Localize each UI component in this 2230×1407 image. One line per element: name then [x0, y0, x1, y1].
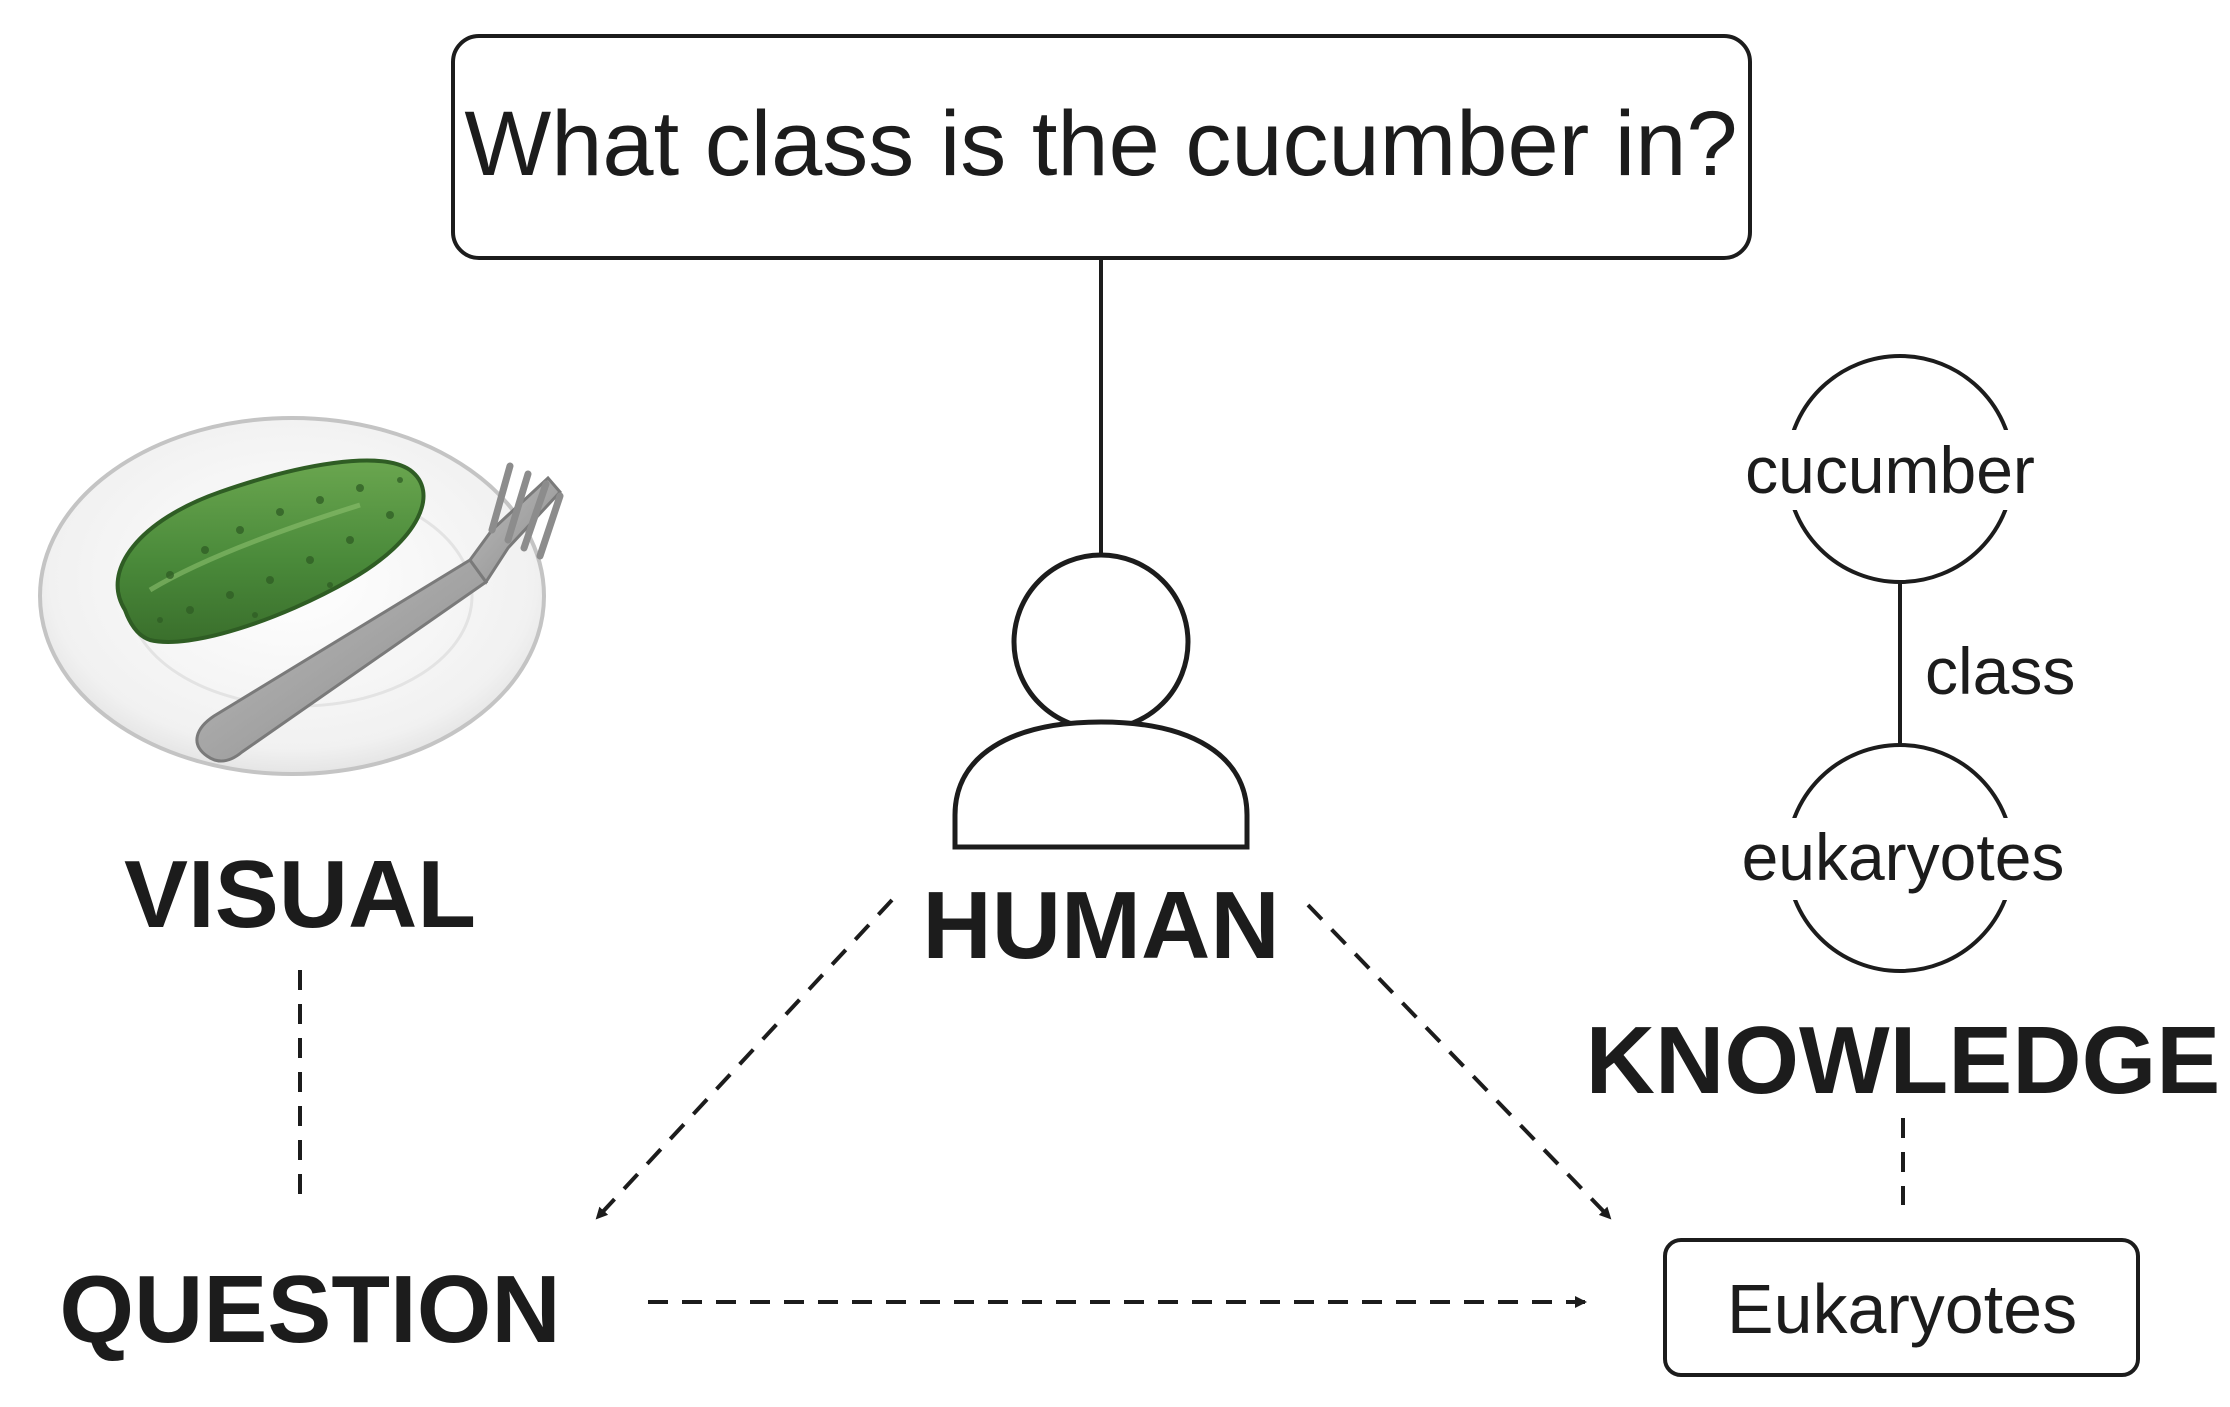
human-to-question-arrow [595, 898, 894, 1220]
cucumber-plate-image [38, 416, 564, 776]
knowledge-node-cucumber-label: cucumber [1745, 433, 2035, 507]
knowledge-graph: cucumber class eukaryotes [1690, 354, 2110, 973]
question-text: What class is the cucumber in? [464, 93, 1737, 195]
answer-text: Eukaryotes [1727, 1270, 2077, 1348]
fork-icon [195, 462, 564, 763]
cucumber-icon [115, 458, 426, 644]
question-box: What class is the cucumber in? [451, 34, 1752, 260]
knowledge-node-cucumber: cucumber [1720, 354, 2080, 584]
human-to-answer-arrow [1306, 903, 1612, 1220]
knowledge-label: KNOWLEDGE [1586, 1007, 2221, 1114]
question-label: QUESTION [59, 1256, 560, 1363]
knowledge-node-eukaryotes: eukaryotes [1690, 743, 2110, 973]
human-icon [952, 552, 1250, 850]
answer-box: Eukaryotes [1663, 1238, 2140, 1377]
knowledge-edge-label: class [1925, 634, 2075, 708]
visual-label: VISUAL [124, 841, 476, 948]
knowledge-node-eukaryotes-label: eukaryotes [1742, 820, 2065, 894]
human-label: HUMAN [922, 872, 1279, 979]
